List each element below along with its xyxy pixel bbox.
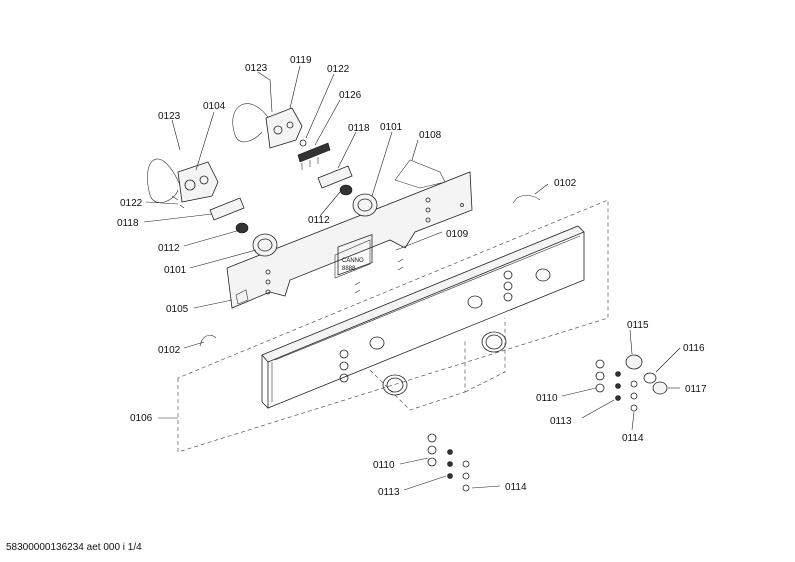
label-0105: 0105 [166,304,189,315]
label-0126: 0126 [339,90,362,101]
sensor-lead-left [199,334,217,347]
label-0109: 0109 [446,229,469,240]
document-footer: 58300000136234 aet 000 i 1/4 [6,542,142,553]
sensor-lead-right [512,195,541,204]
knob-left [252,233,278,257]
label-0116: 0116 [683,343,705,354]
wire-left [147,158,181,203]
knob-bezel-right [481,331,507,353]
label-0106: 0106 [130,413,153,424]
cap-0117 [652,381,668,395]
label-0102-right: 0102 [554,178,577,189]
knob-shaft-left [235,222,249,234]
connector-0126 [297,142,331,170]
label-0108: 0108 [419,130,442,141]
ring-0116 [643,372,657,384]
label-0114-bottom: 0114 [505,482,527,493]
fascia-panel [261,225,585,409]
control-panel-board: CANNO 8888 [226,171,473,309]
label-0115: 0115 [627,320,649,331]
wire-right [232,103,271,143]
label-0119: 0119 [290,55,312,66]
leader-lines [143,65,681,491]
cap-group-0114-bottom [462,460,470,492]
label-0118-top: 0118 [348,123,370,134]
label-0122-top: 0122 [327,64,350,75]
part-labels: 0123 0119 0122 0104 0126 0123 0118 0101 … [117,55,707,498]
label-0110-right: 0110 [536,393,558,404]
knob-right [352,193,378,217]
label-0112-mid: 0112 [308,215,330,226]
label-0118-left: 0118 [117,218,139,229]
fascia-lower-outline [369,318,506,411]
label-0101-top: 0101 [380,122,403,133]
label-0101-left: 0101 [164,265,187,276]
cap-group-0114-right [630,380,638,412]
knob-bezel-left [382,374,408,396]
svg-text:CANNO: CANNO [342,258,364,264]
label-0122-left: 0122 [120,198,143,209]
selector-switch-right [265,107,303,149]
label-0102-left: 0102 [158,345,181,356]
label-0117: 0117 [685,384,707,395]
label-0113-bottom: 0113 [378,487,400,498]
knob-shaft-right [339,184,353,196]
label-0123-left: 0123 [158,111,181,122]
label-0112-left: 0112 [158,243,180,254]
label-0114-right: 0114 [622,433,644,444]
label-0123-top: 0123 [245,63,268,74]
clip-group-0113-right [615,371,621,401]
fascia-outline [177,199,609,453]
spring-group-0110-right [595,359,605,393]
label-0104: 0104 [203,101,226,112]
svg-text:8888: 8888 [342,266,356,272]
switch-bracket-right [317,165,353,189]
clip-group-0113-bottom [447,449,453,479]
label-0113-right: 0113 [550,416,572,427]
selector-switch-left [171,161,219,209]
screw-0122 [299,139,307,147]
switch-bracket-left [209,197,245,221]
label-0110-bottom: 0110 [373,460,395,471]
knob-cap-0115 [625,354,643,370]
ribbon-cable [394,159,446,189]
spring-group-0110-bottom [427,433,437,467]
